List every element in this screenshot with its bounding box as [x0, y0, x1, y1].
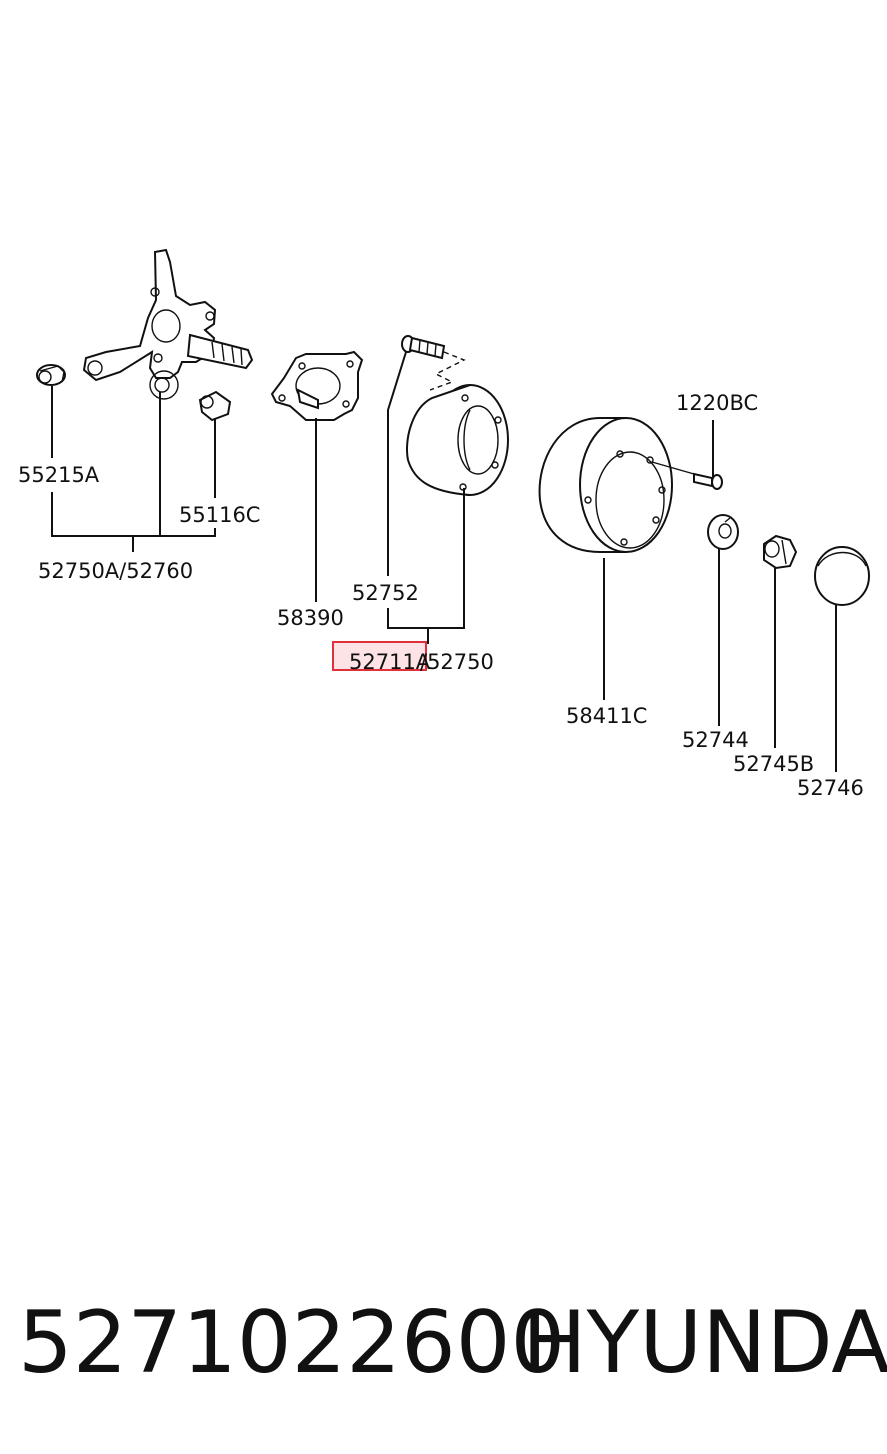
label-52711A[interactable]: 52711A: [349, 650, 431, 674]
washer-52744-drawing: [707, 514, 739, 550]
brake-drum-58411C-drawing: [538, 417, 673, 553]
highlight-box: [332, 641, 427, 671]
bushing-55116C-drawing: [198, 390, 232, 422]
screw-1220BC-drawing: [651, 461, 723, 490]
label-52745B[interactable]: 52745B: [733, 752, 814, 776]
label-52746[interactable]: 52746: [797, 776, 864, 800]
label-52750[interactable]: /52750: [420, 650, 494, 674]
nut-52745B-drawing: [763, 534, 798, 570]
label-55215A[interactable]: 55215A: [18, 463, 100, 487]
hub-bolt-52752-drawing: [401, 335, 466, 391]
label-52752[interactable]: 52752: [352, 581, 419, 605]
label-52750A-52760[interactable]: 52750A/52760: [38, 559, 193, 583]
part-number: 5271022600: [18, 1293, 566, 1393]
label-52744[interactable]: 52744: [682, 728, 749, 752]
hub-52711A-drawing: [406, 384, 509, 496]
brand-name: HYUNDAI: [522, 1293, 887, 1393]
leader-lines: [51, 351, 837, 772]
backing-plate-58390-drawing: [270, 350, 364, 421]
cap-52746-drawing: [814, 546, 870, 606]
label-1220BC[interactable]: 1220BC: [676, 391, 758, 415]
bushing-55215A-drawing: [36, 364, 66, 386]
label-58390[interactable]: 58390: [277, 606, 344, 630]
knuckle-drawing: [82, 248, 254, 400]
label-58411C[interactable]: 58411C: [566, 704, 647, 728]
label-55116C[interactable]: 55116C: [179, 503, 260, 527]
